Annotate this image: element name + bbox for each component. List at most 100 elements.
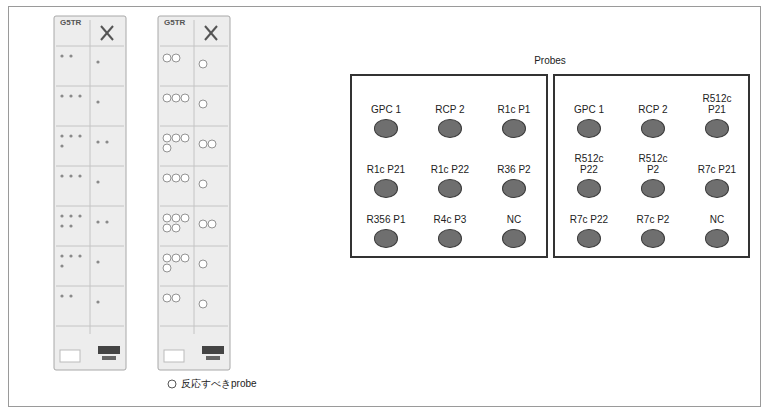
probe-cell: NC (697, 214, 737, 248)
diagram-title: Probes (350, 55, 750, 66)
probe-circle-mark (163, 214, 171, 222)
strip-row-line (160, 206, 228, 207)
strip-logo (98, 346, 120, 354)
probe-spot (78, 174, 81, 177)
probe-circle-mark (181, 174, 189, 182)
probe-spot (641, 119, 665, 138)
probe-spot (60, 294, 63, 297)
probe-label: R4c P3 (430, 214, 470, 225)
probe-spot (96, 180, 99, 183)
probe-spot (60, 224, 63, 227)
probe-circle-mark (199, 300, 207, 308)
strip-row-line (56, 86, 124, 87)
probe-circle-mark (172, 174, 180, 182)
probe-spot (438, 229, 462, 248)
probe-label: R512c P21 (697, 93, 737, 115)
strip-row-line (160, 126, 228, 127)
strip-logo (202, 346, 224, 354)
probe-circle-mark (172, 214, 180, 222)
probe-circle-mark (163, 264, 171, 272)
probe-label: R7c P2 (633, 214, 673, 225)
probe-label: R1c P21 (366, 164, 406, 175)
probe-circle-mark (181, 214, 189, 222)
probe-circle-mark (199, 260, 207, 268)
probe-circle-mark (208, 140, 216, 148)
strip-row-line (56, 246, 124, 247)
strip-row-line (160, 286, 228, 287)
strip-divider (194, 20, 195, 334)
probe-circle-mark (172, 254, 180, 262)
probe-cell: R512c P2 (633, 153, 673, 198)
probe-label: R512c P2 (633, 153, 673, 175)
probe-label: R512c P22 (569, 153, 609, 175)
probe-spot (60, 94, 63, 97)
probe-circle-mark (208, 220, 216, 228)
probe-spot (374, 229, 398, 248)
probe-label: R36 P2 (494, 164, 534, 175)
probe-spot (69, 134, 72, 137)
probe-spot (69, 224, 72, 227)
legend-symbol (168, 380, 176, 388)
strip-row-line (160, 246, 228, 247)
probe-circle-mark (163, 294, 171, 302)
probe-circle-mark (172, 134, 180, 142)
probe-circle-mark (199, 140, 207, 148)
probe-spot (502, 229, 526, 248)
cross-mark (205, 26, 217, 40)
probe-circle-mark (163, 144, 171, 152)
probe-spot (69, 294, 72, 297)
probe-circle-mark (172, 224, 180, 232)
probe-label: RCP 2 (430, 104, 470, 115)
probe-label: R1c P22 (430, 164, 470, 175)
probe-spot (60, 134, 63, 137)
probe-circle-mark (199, 60, 207, 68)
strip-row-line (56, 166, 124, 167)
probe-spot (502, 179, 526, 198)
probe-cell: GPC 1 (366, 104, 406, 138)
probe-cell: R4c P3 (430, 214, 470, 248)
probe-label: R7c P21 (697, 164, 737, 175)
probe-circle-mark (199, 180, 207, 188)
strip-tab (60, 350, 80, 362)
probe-label: R356 P1 (366, 214, 406, 225)
probe-circle-mark (163, 224, 171, 232)
probe-label: GPC 1 (569, 104, 609, 115)
probe-spot (69, 214, 72, 217)
strip-row-line (56, 126, 124, 127)
strip-logo (102, 356, 116, 360)
probe-circle-mark (199, 220, 207, 228)
probe-label: NC (697, 214, 737, 225)
cross-mark (101, 26, 113, 40)
strip-row-line (160, 166, 228, 167)
outer-frame (9, 7, 761, 407)
probe-circle-mark (172, 94, 180, 102)
probe-cell: R1c P1 (494, 104, 534, 138)
probe-cell: RCP 2 (430, 104, 470, 138)
probe-circle-mark (163, 174, 171, 182)
probe-spot (641, 179, 665, 198)
probe-circle-mark (163, 134, 171, 142)
probe-spot (105, 140, 108, 143)
probe-spot (69, 94, 72, 97)
probe-cell: R36 P2 (494, 164, 534, 198)
probe-spot (577, 179, 601, 198)
probe-spot (438, 119, 462, 138)
probe-cell: R512c P22 (569, 153, 609, 198)
probe-spot (60, 54, 63, 57)
probe-spot (577, 119, 601, 138)
test-strip (54, 16, 126, 370)
strip-row-line (160, 326, 228, 327)
probe-cell: R7c P2 (633, 214, 673, 248)
cross-mark (101, 26, 113, 40)
probe-spot (69, 54, 72, 57)
probe-cell: R7c P22 (569, 214, 609, 248)
probe-spot (105, 220, 108, 223)
test-strip (158, 16, 230, 370)
probe-circle-mark (181, 94, 189, 102)
probe-circle-mark (172, 294, 180, 302)
probe-spot (96, 100, 99, 103)
probe-spot (96, 300, 99, 303)
probe-cell: NC (494, 214, 534, 248)
probe-spot (78, 94, 81, 97)
